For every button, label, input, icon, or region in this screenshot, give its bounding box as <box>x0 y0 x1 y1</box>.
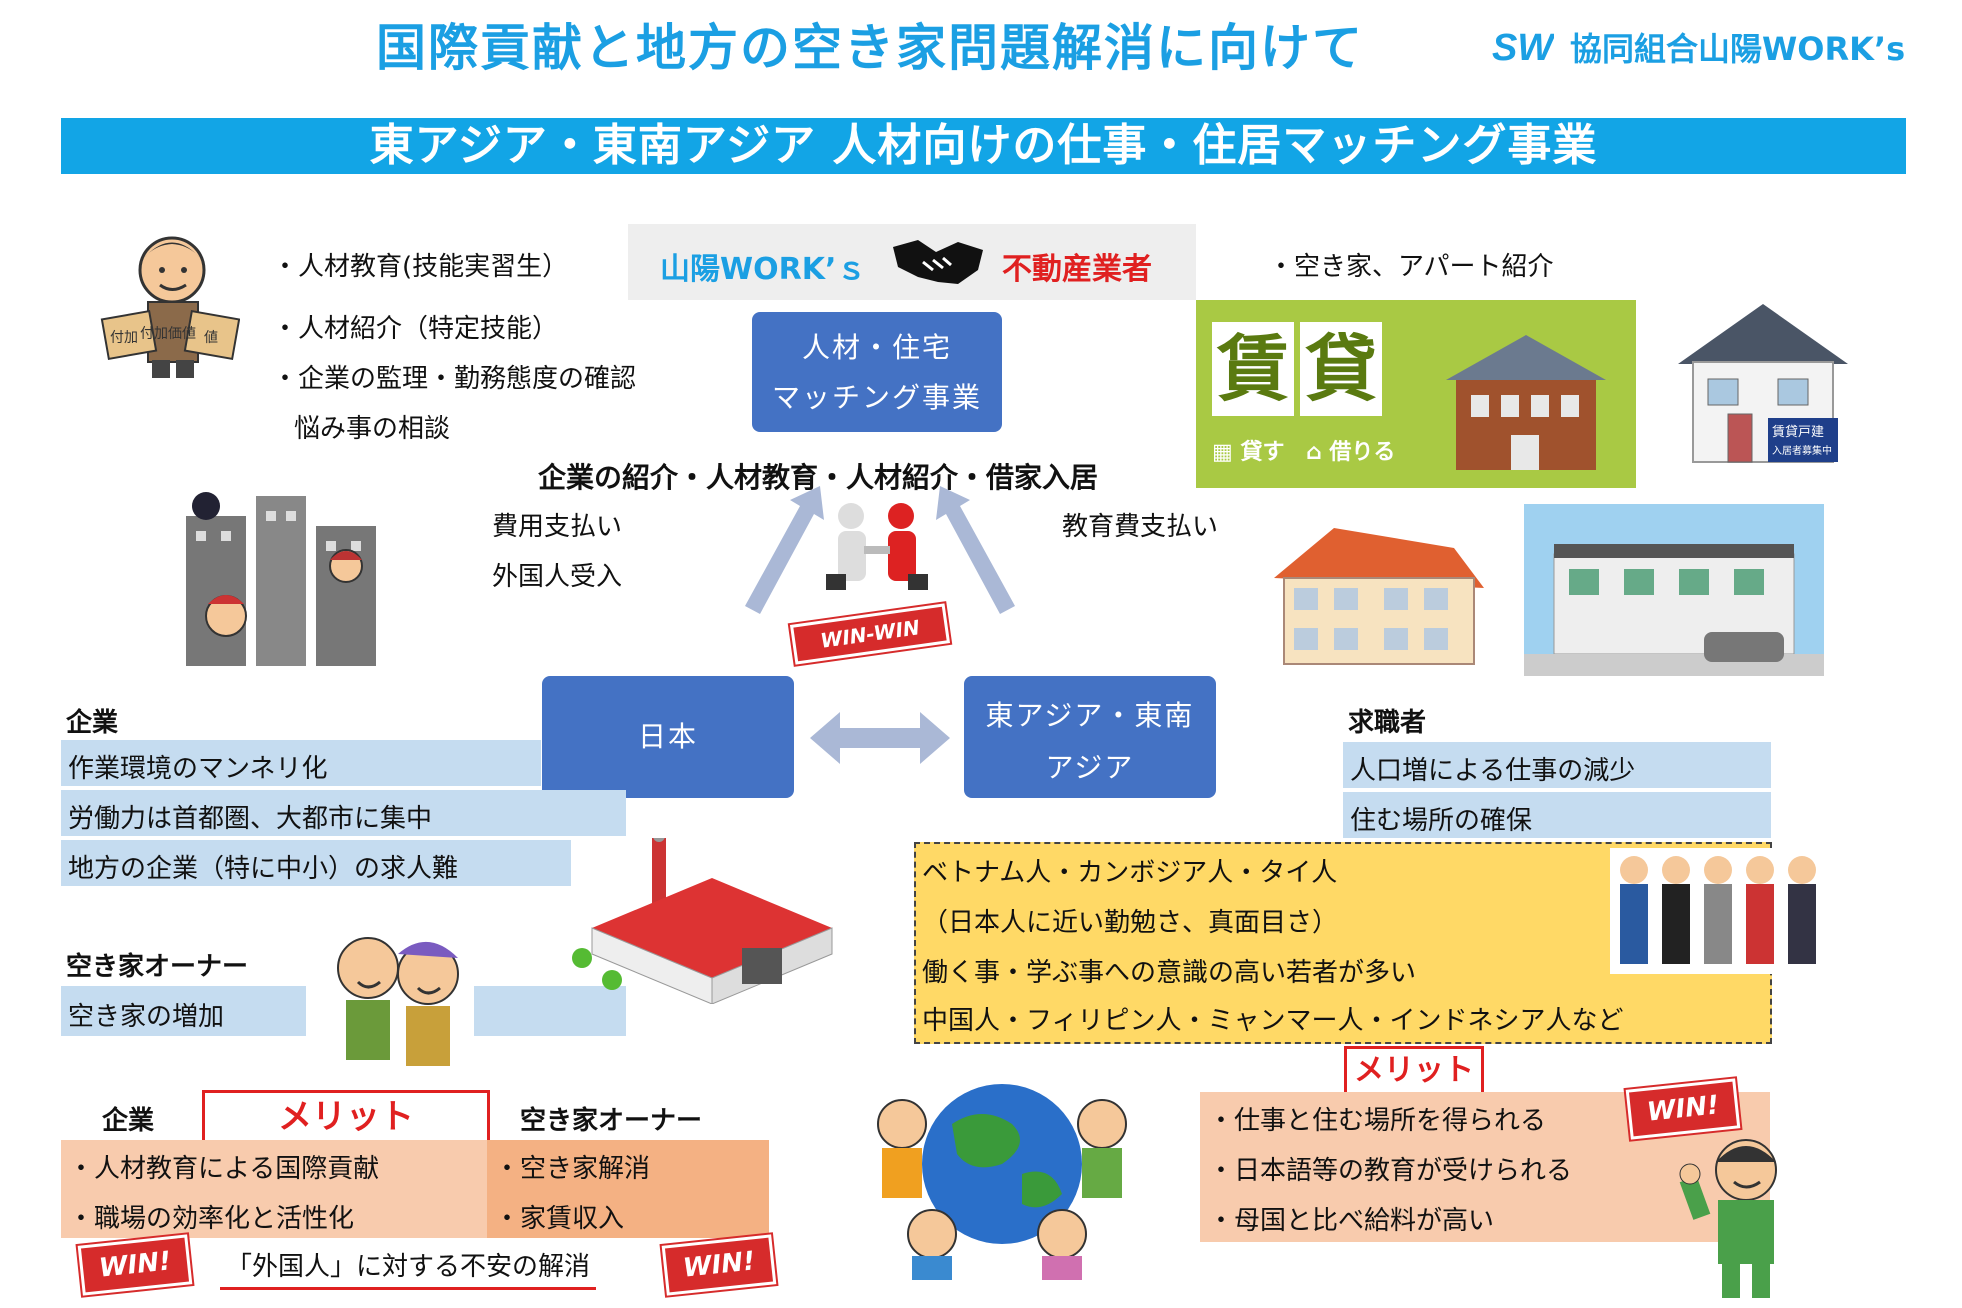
merit-right-label: メリット <box>1344 1046 1484 1096</box>
owner-issue-1: 空き家の増加 <box>68 1002 225 1032</box>
house-sign-line2: 入居者募集中 <box>1772 444 1832 457</box>
rental-sign: 賃 貸 ▦ 貸す ⌂ 借りる <box>1196 300 1636 488</box>
merit-owner-item-2: ・家賃収入 <box>494 1204 625 1234</box>
handshake-people-illustration <box>826 503 928 590</box>
merit-left-label: メリット <box>202 1090 490 1144</box>
nationality-line-1: ベトナム人・カンボジア人・タイ人 <box>922 858 1338 888</box>
partner-sanyo: 山陽WORK’ｓ <box>660 252 867 287</box>
banner: 東アジア・東南アジア 人材向けの仕事・住居マッチング事業 <box>61 118 1906 174</box>
win-badge-left: WIN! <box>77 1234 193 1296</box>
seekers-issue-bg-1 <box>1343 742 1771 788</box>
rental-char-2: 貸 <box>1300 322 1382 416</box>
globe-people-illustration <box>877 1084 1127 1280</box>
bullet-supervision: ・企業の監理・勤務態度の確認 <box>272 364 637 394</box>
nationality-line-3: 働く事・学ぶ事への意識の高い若者が多い <box>922 958 1417 988</box>
svg-text:SW: SW <box>1492 27 1554 69</box>
workers-group-illustration <box>1610 848 1828 974</box>
apartment-illustration <box>1274 528 1484 665</box>
matching-line2: マッチング事業 <box>771 381 982 414</box>
business-people-illustration <box>186 492 376 666</box>
box-label: 付加 <box>110 330 138 346</box>
handshake-icon <box>893 240 983 284</box>
logo-text: 協同組合山陽WORK’s <box>1570 30 1906 68</box>
worker-illustration: 付加 付加価値 値 <box>100 236 240 378</box>
seekers-issue-bg-2 <box>1343 792 1771 838</box>
rental-borrow: ⌂ 借りる <box>1306 440 1396 465</box>
bullet-education: ・人材教育(技能実習生） <box>272 252 569 282</box>
flow-arrows <box>745 486 1015 614</box>
company-issue-bg-2 <box>61 790 626 836</box>
rental-char-1: 賃 <box>1212 322 1294 416</box>
nationality-line-4: 中国人・フィリピン人・ミャンマー人・インドネシア人など <box>922 1006 1624 1036</box>
seekers-heading: 求職者 <box>1348 708 1427 738</box>
double-arrow-icon <box>810 712 950 764</box>
merit-right-item-1: ・仕事と住む場所を得られる <box>1208 1106 1547 1136</box>
merit-owner-item-1: ・空き家解消 <box>494 1154 651 1184</box>
bullet-consultation: 悩み事の相談 <box>294 414 451 444</box>
owner-issue-bg <box>61 986 306 1036</box>
matching-box: 人材・住宅 マッチング事業 <box>752 312 1002 432</box>
box-label: 付加価値 <box>140 326 196 342</box>
asia-line1: 東アジア・東南 <box>985 699 1195 732</box>
company-issue-3: 地方の企業（特に中小）の求人難 <box>68 854 459 884</box>
logo: SW 協同組合山陽WORK’s <box>1490 20 1930 76</box>
merit-company-bg <box>61 1140 487 1238</box>
company-issue-1: 作業環境のマンネリ化 <box>68 754 328 784</box>
asia-line2: アジア <box>1045 751 1135 784</box>
merit-company-heading: 企業 <box>102 1106 155 1136</box>
partner-bar: 山陽WORK’ｓ 不動産業者 <box>628 224 1196 300</box>
company-issue-bg-3 <box>61 840 571 886</box>
merit-right-item-3: ・母国と比べ給料が高い <box>1208 1206 1495 1236</box>
payment-education: 教育費支払い <box>1062 512 1219 542</box>
elderly-couple-illustration <box>337 937 459 1066</box>
japan-box: 日本 <box>542 676 794 798</box>
bullet-introduction: ・人材紹介（特定技能） <box>272 314 559 344</box>
merit-company-item-1: ・人材教育による国際貢献 <box>68 1154 380 1184</box>
partner-realestate: 不動産業者 <box>1002 252 1152 287</box>
anxiety-relief: 「外国人」に対する不安の解消 <box>220 1246 597 1290</box>
merit-owner-heading: 空き家オーナー <box>520 1106 703 1136</box>
matching-line1: 人材・住宅 <box>801 331 952 364</box>
owner-heading: 空き家オーナー <box>66 952 249 982</box>
rental-lend: ▦ 貸す <box>1212 440 1285 465</box>
owner-issue-bg-extra <box>474 986 626 1036</box>
company-issue-2: 労働力は首都圏、大都市に集中 <box>68 804 433 834</box>
box-label: 値 <box>204 330 218 346</box>
seekers-issue-2: 住む場所の確保 <box>1350 806 1533 836</box>
company-issue-bg-1 <box>61 740 541 786</box>
building-illustration <box>1446 335 1606 470</box>
nationality-line-2: （日本人に近い勤勉さ、真面目さ） <box>922 908 1339 938</box>
house-sign-line1: 賃貸戸建 <box>1772 424 1824 440</box>
asia-box: 東アジア・東南 アジア <box>964 676 1216 798</box>
sw-logo-icon: SW <box>1490 22 1554 72</box>
payment-accept: 外国人受入 <box>492 562 623 592</box>
cheering-worker-illustration <box>1679 1139 1777 1298</box>
page-title: 国際貢献と地方の空き家問題解消に向けて <box>376 19 1364 77</box>
seekers-issue-1: 人口増による仕事の減少 <box>1350 756 1636 786</box>
win-badge-center: WIN! <box>661 1234 777 1296</box>
merit-company-item-2: ・職場の効率化と活性化 <box>68 1204 355 1234</box>
merit-right-item-2: ・日本語等の教育が受けられる <box>1208 1156 1573 1186</box>
bullet-akiya: ・空き家、アパート紹介 <box>1268 252 1554 282</box>
factory-illustration <box>572 838 833 1004</box>
merit-owner-bg <box>487 1140 769 1238</box>
apartment-photo <box>1524 504 1824 676</box>
payment-fee: 費用支払い <box>492 512 623 542</box>
company-heading: 企業 <box>66 708 119 738</box>
house-illustration: 賃貸戸建 入居者募集中 <box>1678 304 1848 463</box>
